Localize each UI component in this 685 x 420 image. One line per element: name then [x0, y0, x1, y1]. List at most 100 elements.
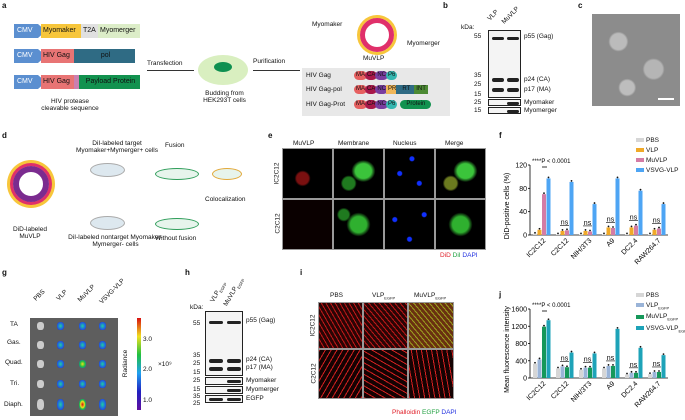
bar-vlp [652, 229, 657, 235]
bar-vlp [629, 227, 634, 235]
y-tick-label: 400 [515, 358, 527, 365]
significance-annotation: ****P < 0.0001 [532, 303, 571, 309]
panel-label-a: a [2, 1, 7, 10]
muvlp-particle-icon [360, 18, 394, 52]
ivis-signal [37, 380, 44, 388]
bar-vlp [537, 229, 542, 235]
image-pbs-ic2c12 [318, 302, 363, 349]
data-point [662, 353, 665, 356]
data-point [603, 366, 605, 369]
data-point [612, 364, 614, 366]
data-point [612, 226, 614, 228]
colorbar-label: Radiance [122, 349, 130, 378]
image-merge-ic2c12 [435, 148, 486, 199]
image-nucleus-ic2c12 [384, 148, 435, 199]
bar-pbs [556, 368, 560, 378]
data-point [649, 232, 651, 235]
domain-pr: PR [386, 85, 399, 94]
column-label: VLP [372, 292, 385, 299]
column-label: Nucleus [393, 140, 417, 147]
data-point [649, 372, 651, 375]
domain-p6: P6 [386, 71, 398, 80]
data-point [658, 370, 660, 372]
blot-gag [488, 30, 521, 98]
marker: 15 [474, 91, 482, 98]
domain-nc: NC [375, 85, 389, 94]
data-point [566, 228, 568, 231]
legend-swatch [636, 158, 644, 163]
colocalization-label: Colocalization [205, 196, 246, 203]
data-point [534, 361, 536, 364]
marker: 15 [193, 369, 201, 376]
ivis-signal [79, 380, 86, 388]
without-fusion-label: Without fusion [155, 235, 197, 242]
y-tick-label: 1200 [511, 324, 527, 331]
row-label: Diaph. [4, 401, 23, 408]
gag-pol-row-label: HIV Gag-pol [306, 86, 342, 93]
x-tick-label: A9 [605, 380, 616, 391]
data-point [538, 227, 541, 230]
ivis-signal [79, 322, 86, 330]
legend-dii: DiI [452, 252, 461, 259]
marker: 55 [193, 320, 201, 327]
legend-label: VLP [646, 147, 659, 154]
legend-dapi: DAPI [462, 252, 478, 259]
domain-ma: MA [354, 100, 367, 109]
colorbar-unit: ×10⁹ [158, 361, 172, 368]
band-label: Myomaker [246, 377, 277, 384]
ns-annotation: ns [561, 355, 569, 362]
band-label: p24 (CA) [524, 76, 551, 83]
bar-vsvg-vlp [638, 347, 643, 378]
data-point [603, 232, 605, 235]
ivis-signal [99, 341, 106, 349]
purification-arrow [253, 70, 300, 71]
bar-muvlp [611, 365, 615, 378]
data-point [557, 366, 559, 369]
data-point [589, 229, 591, 232]
bar-pbs [602, 368, 606, 378]
legend-sub: EGFP [667, 316, 679, 322]
lane-label: MuVLP [500, 5, 521, 26]
y-tick-label: 0 [523, 233, 527, 240]
bar-vsvg-vlp [615, 328, 620, 378]
blot-myomaker [205, 377, 243, 385]
bar-muvlp [634, 225, 638, 235]
data-point [616, 176, 619, 179]
myomaker-segment: Myomaker [41, 24, 81, 38]
blot-gag [205, 311, 243, 376]
y-tick-label: 800 [515, 341, 527, 348]
bar-vsvg-vlp [661, 204, 666, 235]
y-tick-label: 1600 [511, 307, 527, 314]
image-pbs-c2c12 [318, 349, 363, 399]
column-label: PBS [32, 288, 47, 303]
t2a-segment: T2A [81, 24, 98, 38]
legend-egfp: EGFP [422, 409, 440, 416]
ivis-signal [57, 399, 64, 410]
payload-segment: Payload Protein [79, 75, 140, 89]
legend-swatch [636, 293, 644, 298]
panel-label-i: i [300, 268, 303, 277]
marker: 35 [474, 72, 482, 79]
marker: 15 [193, 386, 201, 393]
domain-ma: MA [354, 85, 367, 94]
bar-pbs [579, 369, 583, 378]
bar-vlp [652, 371, 657, 378]
bar-vlp [560, 230, 565, 235]
did-muvlp-icon [13, 166, 49, 202]
data-point [547, 318, 550, 321]
data-point [534, 231, 536, 234]
ivis-signal [57, 360, 64, 368]
marker: 15 [474, 107, 482, 114]
band-label: p17 (MA) [524, 86, 551, 93]
cleavable-label: HIV protease cleavable sequence [41, 98, 99, 112]
blot-myomerger [488, 107, 521, 114]
data-point [580, 232, 582, 235]
bar-vsvg-vlp [615, 178, 620, 235]
bar-muvlp [588, 367, 592, 378]
ivis-signal [57, 341, 64, 349]
gag-prot-row-label: HIV Gag-Prot [306, 101, 346, 108]
legend-item: VSVG-VLPEGFP [636, 325, 685, 333]
domain-ca: CA [365, 100, 378, 109]
